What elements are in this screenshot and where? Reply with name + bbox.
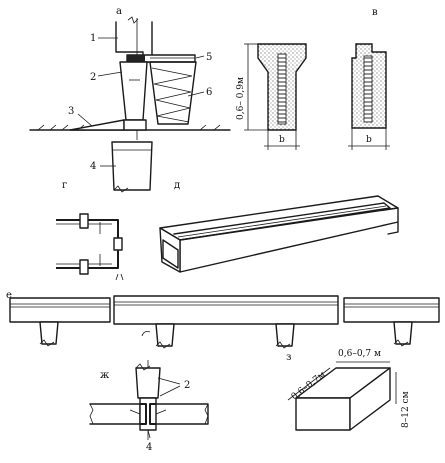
- zh-column-break: [135, 363, 151, 371]
- callout-3: 3: [68, 106, 74, 117]
- panel-label-e: е: [6, 290, 12, 301]
- panel-label-g: г: [62, 180, 67, 191]
- beam-end-notch: [162, 239, 179, 269]
- lower-block-4: [111, 141, 153, 191]
- beam-end-dark: [127, 55, 145, 62]
- panel-z: з 0,6–0,7м 0,6–0,7 м 8–12 см: [286, 349, 411, 431]
- zh-joint-bracket-left: [140, 403, 147, 425]
- panel-label-v: в: [372, 7, 378, 18]
- panel-label-d: д: [174, 180, 180, 191]
- leader-2: [97, 71, 123, 77]
- zh-column: [135, 367, 161, 399]
- section-rebar-1: [277, 53, 287, 125]
- zh-joint: [139, 397, 157, 431]
- beam-right: [343, 297, 440, 323]
- zh-slab-left-break: [89, 403, 94, 425]
- zh-joint-bracket-right: [149, 403, 156, 425]
- pier-2: [119, 61, 148, 121]
- panel-e: е: [6, 290, 440, 349]
- clamp-block-top: [79, 213, 89, 229]
- panel-label-z: з: [286, 352, 291, 363]
- dim-b1-label: b: [279, 135, 285, 145]
- base-pad: [123, 119, 147, 131]
- zh-leader-2b: [159, 385, 181, 397]
- panel-label-a: а: [116, 6, 122, 17]
- break-mark: [127, 16, 139, 24]
- zh-leader-4: [147, 429, 151, 439]
- support-2-break: [155, 341, 171, 349]
- panel-v: в 0,6– 0,9м b b: [236, 7, 390, 150]
- clamp-block-side: [113, 237, 123, 251]
- zh-slab-right: [155, 403, 209, 425]
- slab-front-face: [295, 397, 351, 431]
- zh-callout-2: 2: [184, 380, 190, 391]
- panel-a: а 1 2 3 4 5 6: [29, 6, 231, 193]
- leader-6: [187, 91, 205, 97]
- callout-1: 1: [90, 33, 96, 44]
- dim-slab-length-label: 0,6–0,7 м: [338, 349, 381, 359]
- callout-2: 2: [90, 72, 96, 83]
- beam-groove-inner: [177, 205, 387, 238]
- lower-break: [113, 185, 129, 193]
- panel-d: д: [159, 180, 399, 273]
- dim-height-label: 0,6– 0,9м: [236, 77, 246, 120]
- beam-left: [9, 297, 111, 323]
- beam-mark: [141, 331, 151, 337]
- panel-zh: ж 2 4: [89, 360, 209, 453]
- zh-lap-right: [155, 409, 167, 415]
- beam-right-end: [387, 221, 399, 235]
- zh-lap-left: [129, 409, 141, 415]
- leader-5: [195, 55, 205, 59]
- clamp-legs: [115, 273, 124, 281]
- spring-coil: [151, 67, 193, 123]
- beam-groove: [173, 202, 391, 241]
- panel-g: г: [56, 180, 124, 281]
- support-4-break: [393, 339, 409, 347]
- support-2: [155, 323, 175, 347]
- callout-6: 6: [206, 87, 212, 98]
- clamp-block-bottom: [79, 259, 89, 275]
- section-rebar-2: [363, 55, 373, 123]
- callout-4: 4: [90, 161, 96, 172]
- support-1: [39, 321, 59, 345]
- dim-slab-thickness-label: 8–12 см: [401, 391, 411, 428]
- panel-label-zh: ж: [100, 370, 110, 381]
- support-3-break: [275, 341, 291, 349]
- wedge-3: [69, 119, 125, 131]
- zh-callout-4: 4: [146, 442, 152, 453]
- zh-slab-left: [89, 403, 141, 425]
- callout-5: 5: [206, 52, 212, 63]
- zh-slab-right-break: [204, 403, 209, 425]
- support-4: [393, 321, 413, 345]
- beam-center: [113, 295, 339, 325]
- support-3: [275, 323, 295, 347]
- support-1-break: [39, 339, 55, 347]
- zh-leader-2a: [157, 377, 181, 385]
- spring-housing: [149, 61, 197, 125]
- slab-side-face: [349, 367, 391, 431]
- dim-slab-side-line: [287, 367, 331, 401]
- leader-3: [77, 113, 93, 127]
- dim-b2-label: b: [366, 135, 372, 145]
